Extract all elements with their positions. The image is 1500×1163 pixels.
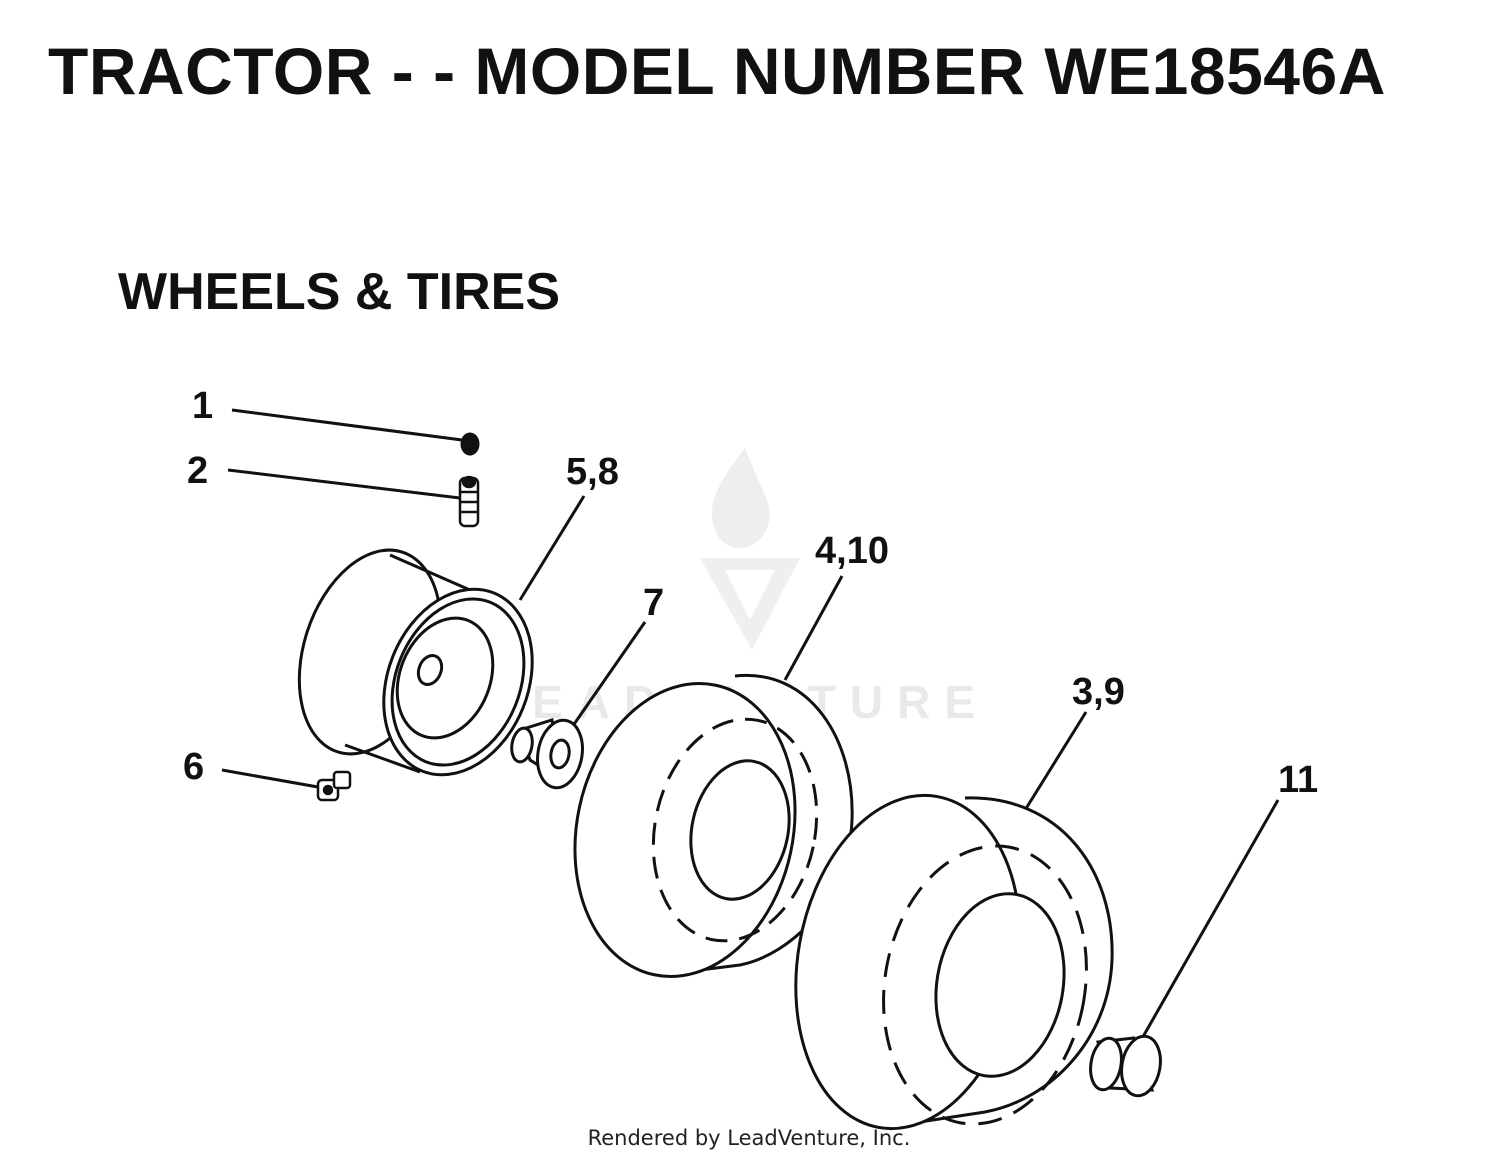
cap-part xyxy=(1089,1034,1162,1098)
front-tire-part xyxy=(573,673,854,978)
rear-tire-part xyxy=(794,793,1114,1131)
callout-3-9: 3,9 xyxy=(1072,671,1125,713)
callout-11: 11 xyxy=(1278,759,1318,801)
callout-4-10: 4,10 xyxy=(815,530,889,572)
page-title: TRACTOR - - MODEL NUMBER WE18546A xyxy=(48,34,1386,108)
valve-cap-part xyxy=(460,432,480,456)
leader-line-1 xyxy=(231,408,463,442)
leader-line-11 xyxy=(1138,799,1280,1043)
bushing-part xyxy=(510,718,584,790)
callout-7: 7 xyxy=(643,582,664,624)
leader-line-6 xyxy=(221,768,319,789)
valve-stem-part xyxy=(458,475,480,528)
bolt-part xyxy=(316,770,352,802)
callout-5-8: 5,8 xyxy=(566,451,619,493)
watermark-flame-logo xyxy=(700,448,800,650)
leader-line-2 xyxy=(227,468,461,500)
leader-line-4-10 xyxy=(783,575,844,681)
leader-lines xyxy=(221,408,1280,1043)
leader-line-3-9 xyxy=(1020,711,1088,816)
footer-text: Rendered by LeadVenture, Inc. xyxy=(587,1126,911,1150)
leader-line-7 xyxy=(568,621,647,731)
wheel-rim-part xyxy=(297,548,534,777)
callout-labels: 1 2 5,8 4,10 7 3,9 6 11 xyxy=(183,385,1318,801)
footer-credit: Rendered by LeadVenture, Inc. xyxy=(0,1126,1500,1150)
leader-line-5-8 xyxy=(518,495,586,601)
section-title: WHEELS & TIRES xyxy=(118,263,561,321)
callout-1: 1 xyxy=(192,385,213,427)
callout-2: 2 xyxy=(187,450,208,492)
callout-6: 6 xyxy=(183,746,204,788)
